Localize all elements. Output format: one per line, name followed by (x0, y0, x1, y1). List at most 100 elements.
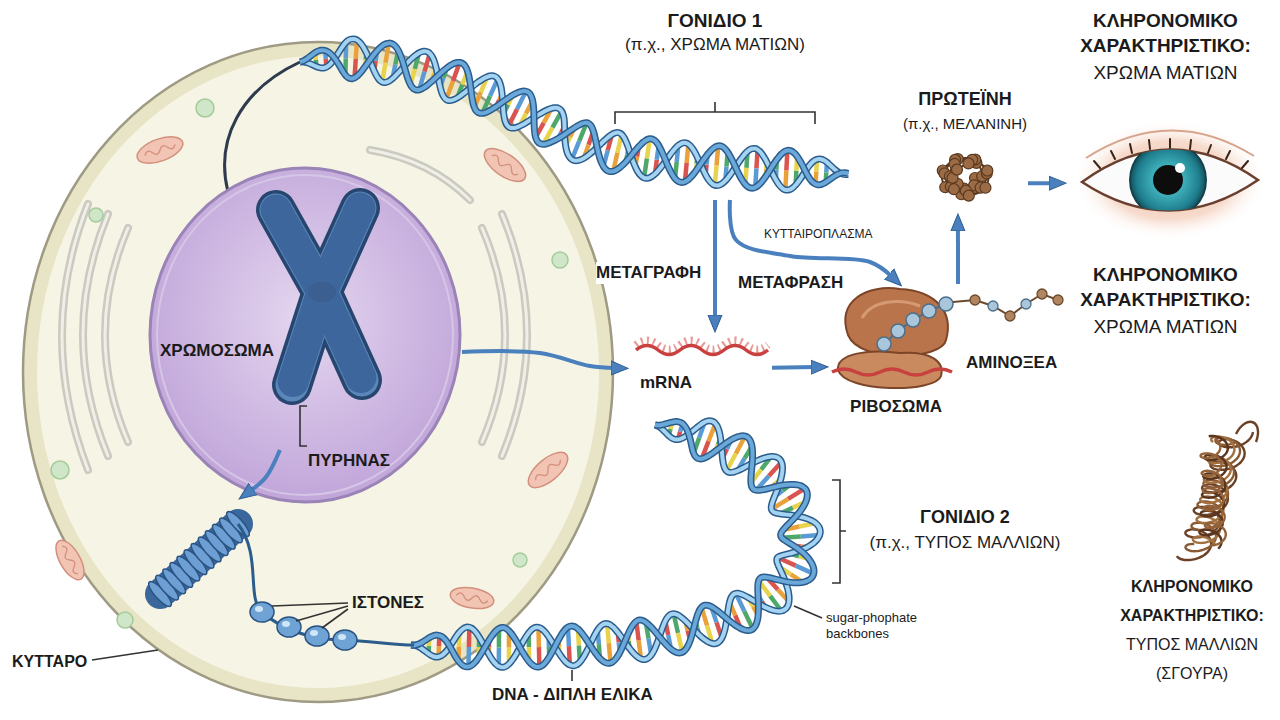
process-arrow (462, 351, 615, 368)
eye-trait-text-slot: ΧΡΩΜΑ ΜΑΤΙΩΝ (1066, 60, 1265, 85)
gene-1-text-slot: (π.χ., ΧΡΩΜΑ ΜΑΤΙΩΝ) (590, 34, 840, 56)
gene-bracket (832, 480, 846, 583)
eye-iris-group (1130, 142, 1206, 218)
part-label: ΚΥΤΤΑΡΟ (12, 651, 102, 672)
cell-membrane (23, 42, 613, 702)
amino-acid (1037, 289, 1047, 299)
protein-bead (951, 164, 962, 175)
amino-acid (1053, 295, 1063, 305)
part-label: sugar-phophate backbones (826, 610, 938, 642)
protein-melanin-text-slot: (π.χ., ΜΕΛΑΝΙΝΗ) (902, 114, 1028, 134)
mrna-in-ribosome (832, 369, 952, 375)
mitochondrion (50, 536, 89, 584)
nucleosome-highlight (338, 634, 346, 640)
er-lumen (482, 228, 505, 442)
eye-trait-text: ΧΡΩΜΑ ΜΑΤΙΩΝ (1066, 60, 1265, 85)
gene-label-slot: ΓΟΝΙΔΙΟ 2 (845, 506, 1085, 529)
protein-bead (963, 158, 974, 169)
process-arrow (713, 200, 717, 319)
chromatin-coil (146, 509, 414, 650)
trait-heading-slot: ΚΛΗΡΟΝΟΜΙΚΟ ΧΑΡΑΚΤΗΡΙΣΤΙΚΟ: (1066, 262, 1265, 312)
centromere (308, 282, 336, 302)
mitochondrion (479, 142, 531, 188)
trait-heading: ΚΛΗΡΟΝΟΜΙΚΟ ΧΑΡΑΚΤΗΡΙΣΤΙΚΟ: (1112, 572, 1272, 630)
part-label: ΑΜΙΝΟΞΕΑ (966, 352, 1076, 374)
nucleosome-highlight (255, 606, 263, 612)
sugar-phosphate-backbone (300, 43, 848, 188)
vesicle (513, 553, 527, 567)
trait-value-slot: ΧΡΩΜΑ ΜΑΤΙΩΝ (1066, 314, 1265, 339)
er-lumen (62, 204, 88, 470)
process-label: ΜΕΤΑΦΡΑΣΗ (738, 272, 858, 294)
leader-line (571, 670, 573, 681)
chromosome: ΧΡΩΜΟΣΩΜΑ (158, 200, 398, 450)
histone-chromatin-text: ΙΣΤΟΝΕΣ (352, 592, 447, 614)
part-label: DNA - ΔΙΠΛΗ ΕΛΙΚΑ (492, 684, 702, 706)
mrna-strand-text: mRNA (640, 372, 720, 394)
amino-acid (906, 313, 920, 327)
er-lumen (502, 214, 527, 456)
nucleosome (250, 602, 274, 622)
hair-curl (1177, 432, 1253, 560)
gene-1: ΓΟΝΙΔΙΟ 1(π.χ., ΧΡΩΜΑ ΜΑΤΙΩΝ) (590, 2, 840, 200)
mitochondrion (134, 131, 187, 168)
eye-trait-text-slot: ΚΛΗΡΟΝΟΜΙΚΟ ΧΑΡΑΚΤΗΡΙΣΤΙΚΟ: (1066, 8, 1265, 58)
nucleus-outline (148, 166, 462, 504)
mrna-backbone (636, 346, 768, 355)
amino-acid (1021, 299, 1031, 309)
part-label-slot: sugar-phophate backbones (826, 610, 938, 642)
eye-skin (1073, 120, 1267, 240)
protein-bead (948, 184, 959, 195)
part-label-slot: ΑΜΙΝΟΞΕΑ (966, 352, 1076, 374)
nucleosome (305, 626, 329, 646)
amino-acid (922, 304, 936, 318)
protein-bead (982, 165, 993, 176)
mitochondrion-body (134, 131, 187, 168)
sugar-phosphate-backbone (411, 422, 814, 667)
eye-trait-text: ΚΛΗΡΟΝΟΜΙΚΟ ΧΑΡΑΚΤΗΡΙΣΤΙΚΟ: (1066, 8, 1265, 58)
nucleosome-highlight (310, 630, 318, 636)
amino-acid (939, 297, 953, 311)
trait-heading: ΚΛΗΡΟΝΟΜΙΚΟ ΧΑΡΑΚΤΗΡΙΣΤΙΚΟ: (1066, 262, 1265, 312)
er-membrane (105, 228, 128, 442)
amino-acid (891, 324, 905, 338)
eye-iris (1130, 142, 1206, 218)
leader-line (92, 650, 158, 660)
mitochondrion (523, 446, 574, 494)
er-lumen (83, 214, 108, 456)
mitochondrion-body (479, 142, 531, 188)
chromosome-outline (158, 200, 398, 450)
gene-bracket (615, 102, 815, 124)
nucleus-text-slot: ΠΥΡΗΝΑΣ (308, 450, 418, 472)
eye-illustration (1073, 120, 1267, 240)
sugar-phosphate-backbone (300, 39, 848, 190)
leader-line (272, 603, 348, 628)
gene-label: ΓΟΝΙΔΙΟ 2 (845, 506, 1085, 529)
chromosome-text-slot: ΧΡΩΜΟΣΩΜΑ (160, 340, 285, 362)
process-arrow (772, 365, 815, 370)
amino-acid (970, 295, 980, 305)
gene-1-text: (π.χ., ΧΡΩΜΑ ΜΑΤΙΩΝ) (590, 34, 840, 56)
vesicle (89, 208, 103, 222)
er-lumen (105, 228, 128, 442)
amino-acid (988, 301, 998, 311)
sugar-phosphate-backbone (411, 422, 814, 667)
sugar-phosphate-backbone (411, 421, 820, 667)
mitochondrion-cristae (144, 142, 176, 159)
mitochondrion (449, 584, 496, 611)
mitochondrion-body (50, 536, 89, 584)
eye-trait: ΚΛΗΡΟΝΟΜΙΚΟ ΧΑΡΑΚΤΗΡΙΣΤΙΚΟ:ΧΡΩΜΑ ΜΑΤΙΩΝ (1066, 8, 1265, 240)
chromosome-bracket (300, 406, 307, 446)
trait-value: ΤΥΠΟΣ ΜΑΛΛΙΩΝ (ΣΓΟΥΡΑ) (1112, 630, 1272, 688)
ribosome: ΡΙΒΟΣΩΜΑ (828, 284, 964, 422)
edge-label: ΚΥΤΤΑΙΡΟΠΛΑΣΜΑ (764, 226, 884, 242)
edge-label-slot: ΜΕΤΑΓΡΑΦΗ (596, 262, 708, 284)
trait-value: ΧΡΩΜΑ ΜΑΤΙΩΝ (1066, 314, 1265, 339)
ribosome-illustration (832, 288, 1063, 388)
vesicle (552, 252, 568, 268)
process-arrow (956, 227, 960, 284)
dna-thread (238, 524, 414, 645)
protein-bead (963, 190, 974, 201)
protein-melanin: ΠΡΩΤΕΪΝΗ(π.χ., ΜΕΛΑΝΙΝΗ) (902, 86, 1028, 214)
